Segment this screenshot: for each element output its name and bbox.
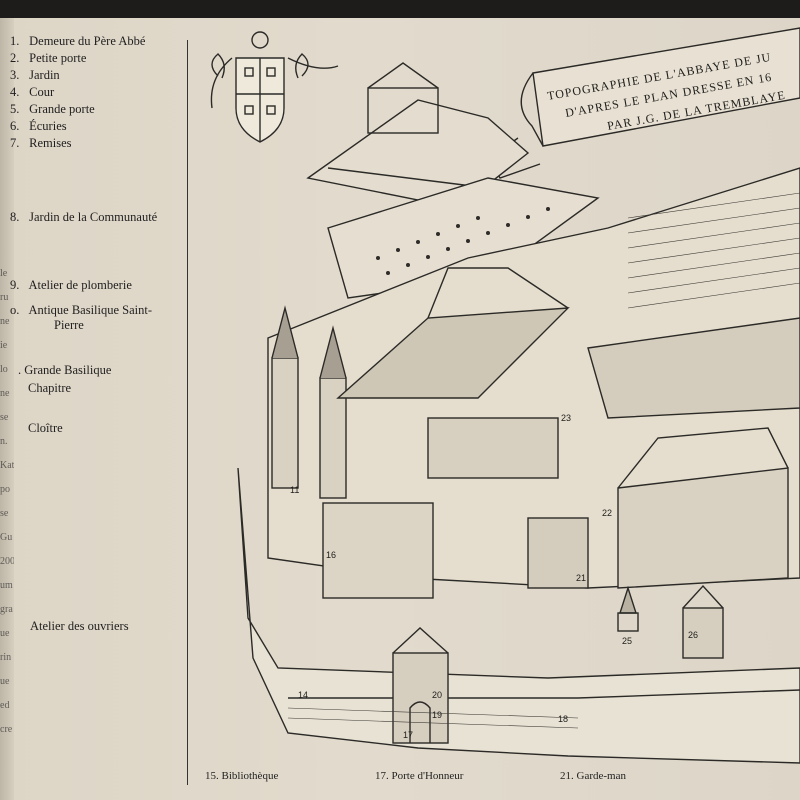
facing-page-word: ed — [0, 700, 10, 711]
facing-page-edge — [0, 18, 14, 800]
facing-page-word: se — [0, 412, 9, 423]
facing-page-word: um — [0, 580, 13, 591]
abbey-engraving: TOPOGRAPHIE DE L'ABBAYE DE JU D'APRES LE… — [188, 18, 800, 800]
legend-item: Atelier des ouvriers — [30, 619, 129, 633]
abbey-buildings — [267, 167, 800, 599]
facing-page-word: ie — [0, 340, 8, 351]
plan-number: 20 — [432, 690, 442, 700]
legend-item: Chapitre — [28, 381, 72, 395]
facing-page-word: ue — [0, 676, 10, 687]
coat-of-arms — [210, 31, 339, 143]
plan-number: 26 — [688, 630, 698, 640]
facing-page-word: Kat — [0, 460, 14, 471]
legend-item: 9. Atelier de plomberie — [10, 278, 132, 292]
facing-page-word: le — [0, 268, 8, 279]
facing-page-word: gra — [0, 604, 13, 615]
facing-page-word: ru — [0, 292, 9, 303]
caption-15: 15. Bibliothèque — [205, 770, 279, 782]
plan-number: 22 — [602, 508, 612, 518]
facing-page-word: ne — [0, 388, 10, 399]
facing-page-word: ue — [0, 628, 10, 639]
facing-page-word: lo — [0, 364, 8, 375]
legend-item: 7. Remises — [10, 136, 72, 150]
facing-page-word: n. — [0, 436, 8, 447]
community-garden — [327, 177, 600, 299]
plan-number: 17 — [403, 730, 413, 740]
caption-21: 21. Garde-man — [560, 770, 626, 782]
plan-number: 16 — [326, 550, 336, 560]
legend-item: 1. Demeure du Père Abbé — [10, 34, 146, 48]
small-pavilions — [617, 584, 724, 659]
legend-item: . Grande Basilique — [18, 363, 112, 377]
legend-item: Pierre — [54, 318, 84, 332]
plan-number: 23 — [561, 413, 571, 423]
engraving-svg: TOPOGRAPHIE DE L'ABBAYE DE JU D'APRES LE… — [210, 27, 800, 764]
caption-17: 17. Porte d'Honneur — [375, 770, 464, 782]
legend-item: Cloître — [28, 421, 63, 435]
legend-item: o. Antique Basilique Saint- — [10, 303, 153, 317]
plan-number: 19 — [432, 710, 442, 720]
facing-page-word: 200 — [0, 556, 14, 567]
legend: 1. Demeure du Père Abbé 2. Petite porte … — [0, 18, 185, 800]
legend-item: 8. Jardin de la Communauté — [10, 210, 158, 224]
plan-number: 18 — [558, 714, 568, 724]
facing-page-word: rin — [0, 652, 12, 663]
facing-page-word: Gu — [0, 532, 13, 543]
facing-page-word: cre — [0, 724, 13, 735]
legend-item: 2. Petite porte — [10, 51, 87, 65]
facing-page-word: po — [0, 484, 10, 495]
garden-trees — [376, 207, 550, 275]
legend-item: 5. Grande porte — [10, 102, 95, 116]
legend-item: 6. Écuries — [10, 119, 67, 133]
facing-page-word: ne — [0, 316, 10, 327]
plan-number: 21 — [576, 573, 586, 583]
plan-number: 11 — [290, 485, 299, 495]
legend-item: 4. Cour — [10, 85, 55, 99]
facing-page-word: se — [0, 508, 9, 519]
hatching — [287, 192, 800, 729]
legend-item: 3. Jardin — [10, 68, 60, 82]
plan-number: 14 — [298, 690, 308, 700]
figure-border — [187, 40, 188, 785]
gatehouse — [392, 627, 449, 744]
plan-number: 25 — [622, 636, 632, 646]
